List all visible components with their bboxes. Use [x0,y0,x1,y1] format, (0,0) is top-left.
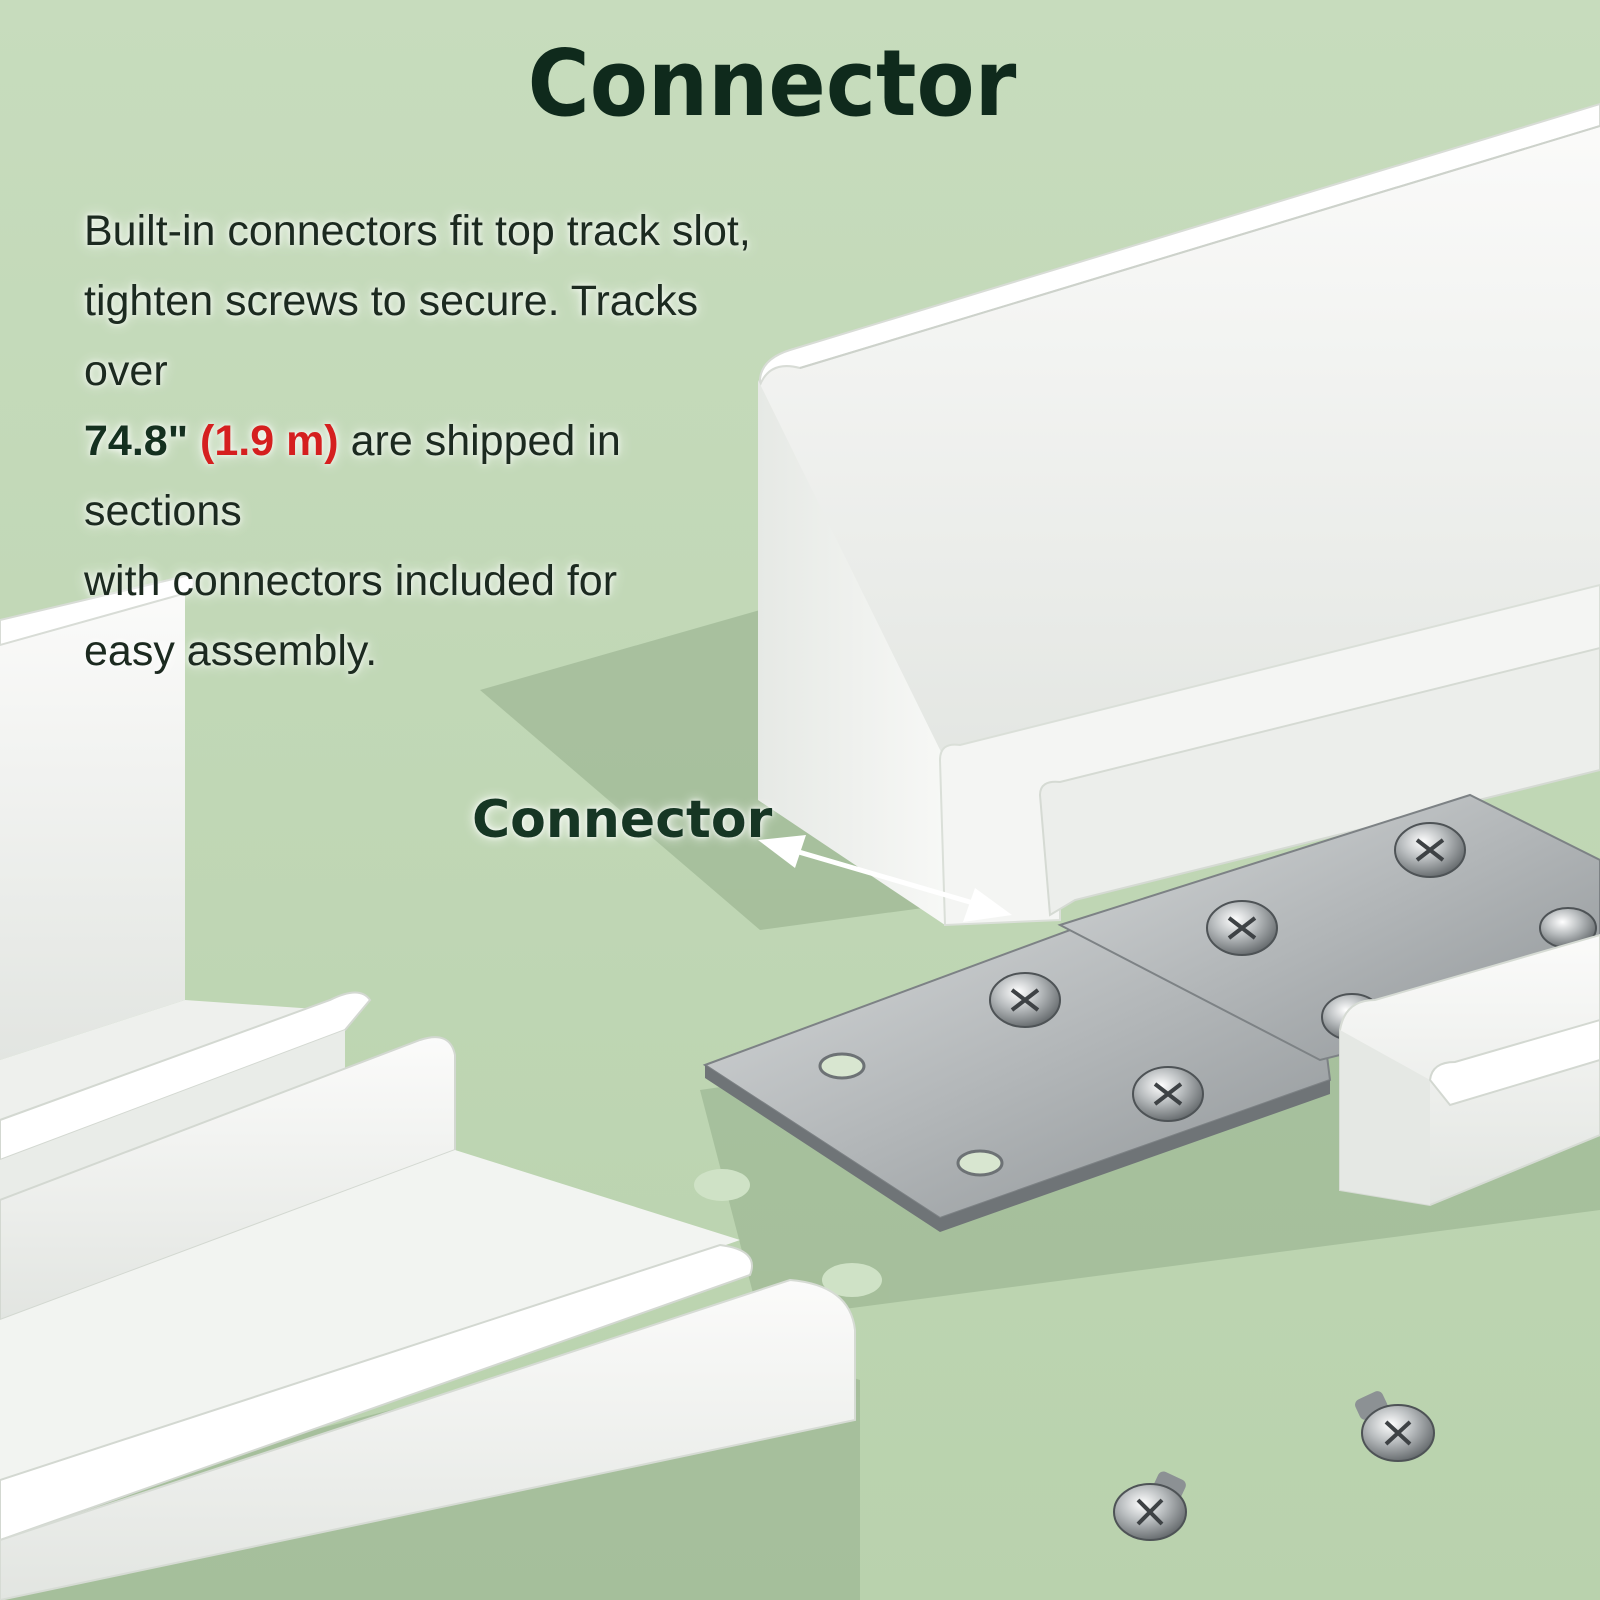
upper-right-track [758,102,1600,927]
left-track-front-rail [0,1278,856,1600]
upper-track-back-wall [760,110,1600,800]
upper-track-inner-lip [1038,646,1600,917]
left-track-floor-2 [0,1150,740,1500]
connector-callout-label: Connector [472,790,773,850]
description-line-1: Built-in connectors fit top track slot, [84,207,751,255]
description-line-5: easy assembly. [84,627,378,675]
left-track-back-wall [0,585,185,1060]
left-track-rib-2 [0,1036,456,1322]
plate-edge [705,1065,1330,1232]
shadow-holes [694,1169,882,1297]
screw-icon [1132,1066,1204,1122]
description-line-2: tighten screws to secure. Tracks over [84,277,699,395]
upper-track-top-lip [758,102,1600,386]
page-title: Connector [527,30,1017,137]
description-line-4: with connectors included for [84,557,618,605]
left-track-front-lip [0,1243,753,1542]
upper-track-side-wall [758,380,945,925]
lower-right-track [1339,933,1600,1207]
loose-screws [1113,1391,1435,1541]
length-imperial: 74.8" [84,417,189,465]
left-track [0,573,856,1600]
screw-icon [1206,900,1278,956]
callout-arrow [758,835,1012,922]
description-line-3: are shipped in sections [84,417,621,535]
connector-plate [702,793,1600,1232]
screw-icon [1355,1391,1435,1462]
length-metric: (1.9 m) [200,417,339,465]
screw-icon [989,972,1061,1028]
screw-icon [1394,822,1466,878]
plate-hole [956,1149,1004,1177]
left-track-rib-1 [0,991,372,1162]
screw-icon [1113,1471,1187,1541]
left-track-top-lip [0,573,195,647]
description-text: Built-in connectors fit top track slot, t… [84,196,784,686]
plate-hole [818,1052,866,1080]
